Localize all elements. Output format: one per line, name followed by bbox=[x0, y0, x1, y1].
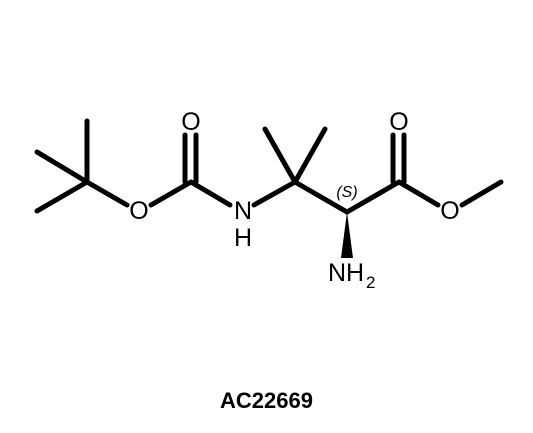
bond-tbu-c3 bbox=[34, 179, 90, 214]
bond-tbu-c2 bbox=[34, 149, 90, 185]
bond-cester-o bbox=[396, 179, 441, 208]
atom-amine-subscript: 2 bbox=[366, 273, 375, 292]
atom-oxygen-ester-carbonyl: O bbox=[389, 108, 408, 136]
stereo-descriptor: (S) bbox=[336, 184, 357, 201]
bond-calpha-cester bbox=[344, 179, 402, 215]
bond-o-methyl bbox=[459, 179, 504, 208]
bond-carbonyl-n bbox=[188, 179, 233, 208]
compound-id-label: AC22669 bbox=[220, 388, 313, 413]
atom-oxygen-boc-carbonyl: O bbox=[181, 108, 200, 136]
atom-oxygen-methoxy: O bbox=[440, 197, 459, 225]
bond-cq-me2 bbox=[292, 126, 328, 185]
bond-n-cq bbox=[251, 179, 298, 208]
atom-oxygen-boc-ester: O bbox=[129, 197, 148, 225]
bond-tbu-o bbox=[84, 179, 130, 208]
bond-o-carbonyl bbox=[148, 179, 194, 208]
bond-cq-calpha bbox=[292, 179, 350, 215]
atom-amine-nh: NH bbox=[328, 259, 364, 287]
atom-hydrogen-amide: H bbox=[234, 224, 252, 252]
atom-nitrogen-amide: N bbox=[234, 197, 252, 225]
wedge-bond bbox=[341, 212, 353, 258]
bond-cq-me1 bbox=[262, 126, 298, 185]
bond-lines bbox=[34, 118, 504, 215]
